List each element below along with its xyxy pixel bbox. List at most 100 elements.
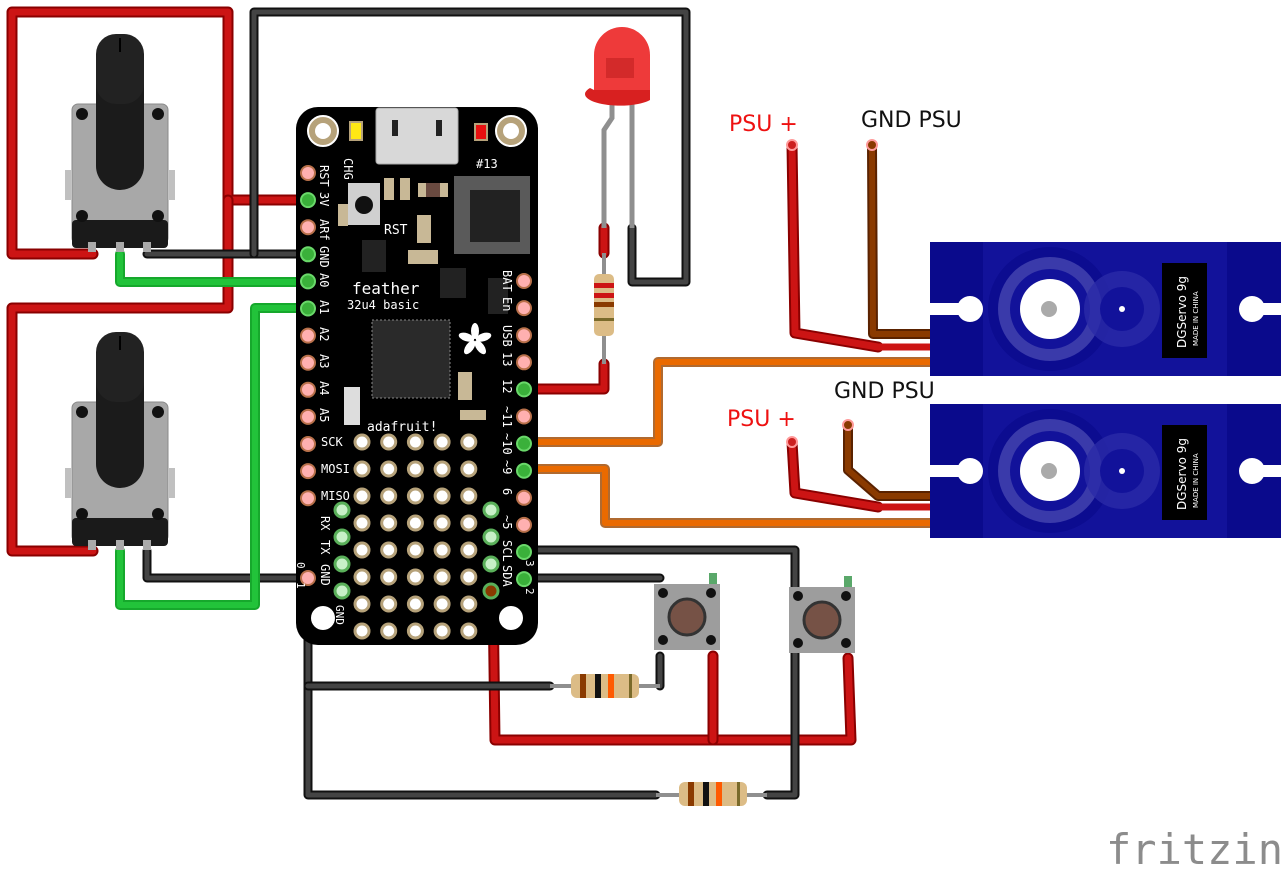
- microcontroller-chip: [371, 319, 451, 399]
- proto-hole: [353, 460, 371, 478]
- pin-hole[interactable]: [300, 300, 316, 317]
- pin-hole[interactable]: [516, 435, 532, 452]
- pin-hole[interactable]: [300, 192, 316, 209]
- pin-hole[interactable]: [516, 300, 532, 317]
- green-wires: [115, 249, 313, 610]
- servo-model: DGServo 9g: [1175, 438, 1189, 510]
- proto-hole: [380, 595, 398, 613]
- pin-hole[interactable]: [300, 463, 316, 480]
- pin-hole[interactable]: [300, 490, 316, 507]
- proto-hole: [433, 514, 451, 532]
- pin-hole[interactable]: [516, 462, 532, 479]
- proto-hole: [406, 433, 424, 451]
- pin-hole[interactable]: [300, 246, 316, 263]
- proto-hole: [406, 514, 424, 532]
- proto-hole: [460, 487, 478, 505]
- proto-hole: [380, 622, 398, 640]
- pin-hole[interactable]: [516, 408, 532, 425]
- pin-label: A2: [317, 327, 331, 341]
- psu-plus-label-1: PSU +: [729, 112, 798, 137]
- pin-hole[interactable]: [300, 570, 316, 586]
- wire-red-psu1[interactable]: [786, 139, 884, 353]
- pin-label: ~5: [500, 515, 514, 529]
- pin-hole[interactable]: [516, 381, 532, 398]
- pin-label: A4: [317, 381, 331, 395]
- pin-hole[interactable]: [300, 327, 316, 344]
- pin-label: ARf: [317, 219, 331, 241]
- pin-hole[interactable]: [300, 219, 316, 236]
- servo-origin: MADE IN CHINA: [1192, 291, 1200, 346]
- proto-hole: [353, 622, 371, 640]
- left-header-pins: [300, 165, 316, 586]
- wire-brown-gnd1[interactable]: [867, 140, 935, 339]
- proto-hole: [406, 487, 424, 505]
- proto-3v-hole: [482, 501, 500, 519]
- pin-hole[interactable]: [516, 273, 532, 289]
- resistor-pulldown-2[interactable]: [656, 782, 767, 806]
- pin-hole[interactable]: [300, 165, 316, 181]
- pin-label: BAT: [500, 270, 514, 292]
- proto-3v-hole: [482, 528, 500, 546]
- crystal: [344, 387, 360, 425]
- board-subtitle: 32u4 basic: [347, 298, 419, 312]
- pin-label: A1: [317, 300, 331, 314]
- proto-hole: [460, 460, 478, 478]
- pin-label: RX: [318, 516, 332, 531]
- servo-origin: MADE IN CHINA: [1192, 453, 1200, 508]
- proto-hole: [460, 568, 478, 586]
- proto-hole: [380, 460, 398, 478]
- servo-label: [1162, 425, 1207, 520]
- resistor-led[interactable]: [594, 253, 614, 364]
- led-13: [474, 123, 488, 141]
- proto-hole: [433, 595, 451, 613]
- pin-hole[interactable]: [516, 327, 532, 344]
- pin-hole[interactable]: [516, 544, 532, 560]
- wire-black-pot2-gnd[interactable]: [142, 546, 313, 583]
- feather-board[interactable]: CHG #13 RST feather 32u4 basic adafruit!: [294, 107, 538, 645]
- potentiometer-1[interactable]: [65, 34, 175, 252]
- resistor-pulldown-1[interactable]: [550, 674, 660, 698]
- pin-hole[interactable]: [516, 489, 532, 506]
- proto-hole: [406, 460, 424, 478]
- proto-gnd-hole: [333, 501, 351, 519]
- rst-label: RST: [384, 223, 408, 238]
- chg-led: [349, 121, 363, 141]
- usb-connector[interactable]: [375, 107, 459, 165]
- proto-gnd-hole: [333, 555, 351, 573]
- board-brand: adafruit!: [367, 420, 437, 435]
- orange-wires: [519, 357, 935, 528]
- potentiometer-2[interactable]: [65, 332, 175, 550]
- right-header-pins: [516, 273, 532, 588]
- red-led[interactable]: [585, 27, 650, 228]
- proto-hole: [433, 541, 451, 559]
- proto-3v-hole: [482, 582, 500, 600]
- proto-gnd-hole: [333, 582, 351, 600]
- proto-hole: [353, 595, 371, 613]
- gnd-psu-label-1: GND PSU: [861, 108, 962, 133]
- pin-hole[interactable]: [300, 408, 316, 425]
- mount-hole: [311, 606, 335, 630]
- board-name: feather: [352, 279, 420, 298]
- pin-hole[interactable]: [300, 436, 316, 452]
- pin-hole[interactable]: [300, 381, 316, 398]
- pin-hole[interactable]: [516, 354, 532, 371]
- pushbutton-2[interactable]: [789, 576, 855, 653]
- proto-hole: [433, 487, 451, 505]
- proto-hole: [406, 595, 424, 613]
- wire-orange-pin9[interactable]: [519, 464, 935, 528]
- chg-label: CHG: [341, 158, 355, 180]
- pin-hole[interactable]: [516, 571, 532, 588]
- pin-number-3: 3: [523, 560, 536, 567]
- proto-hole: [380, 487, 398, 505]
- pin-number-1: 1: [294, 582, 307, 589]
- pin-label: USB: [500, 325, 514, 347]
- pushbutton-1[interactable]: [654, 573, 720, 650]
- pin-hole[interactable]: [300, 273, 316, 290]
- pin-label: En: [500, 297, 514, 311]
- wire-brown-gnd2[interactable]: [843, 420, 935, 501]
- pin-hole[interactable]: [300, 354, 316, 371]
- pin-hole[interactable]: [516, 516, 532, 533]
